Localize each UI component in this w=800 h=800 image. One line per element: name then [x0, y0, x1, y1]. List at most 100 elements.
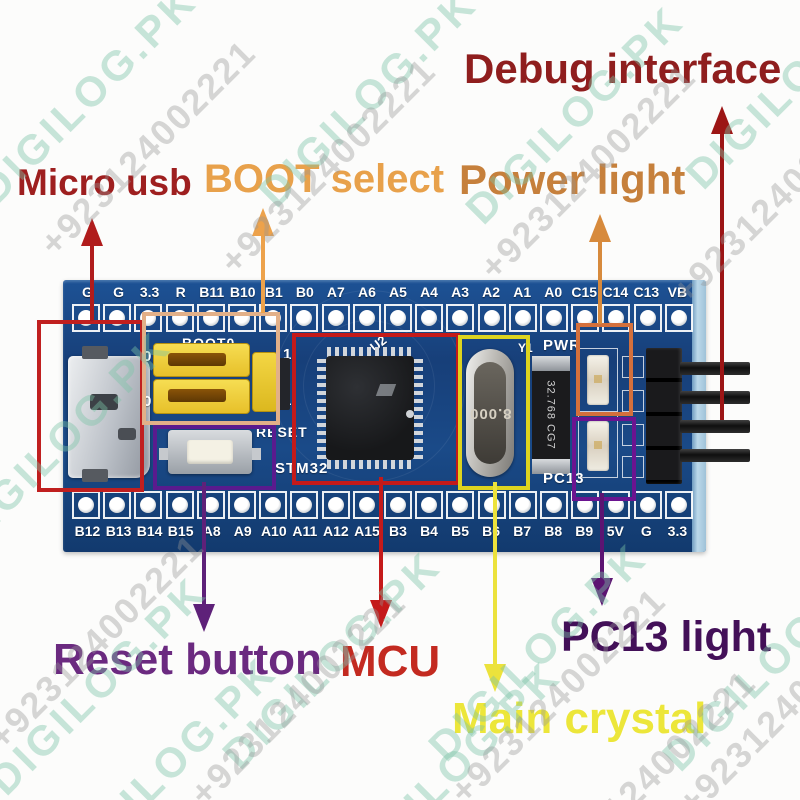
label-boot-select: BOOT select	[204, 157, 445, 201]
pin-label: G	[82, 284, 93, 300]
pin-hole	[477, 491, 506, 519]
pin-label: B0	[295, 284, 314, 300]
pin-label: B7	[513, 523, 532, 539]
arrow-head	[193, 604, 215, 632]
pin-hole	[321, 304, 350, 332]
silkscreen-stm32: STM32	[275, 460, 329, 477]
pin-hole	[384, 491, 413, 519]
arrow-line	[493, 482, 497, 664]
pin-label: A9	[233, 523, 252, 539]
pin-label: 3.3	[667, 523, 688, 539]
arrow-head	[589, 214, 611, 242]
pin-label: B5	[451, 523, 470, 539]
pin-label: 3.3	[139, 284, 160, 300]
boot-jumper-2	[153, 379, 250, 414]
pin-label: A10	[260, 523, 287, 539]
silkscreen-square	[622, 356, 644, 378]
mcu-highlight	[292, 333, 460, 485]
label-main-crystal: Main crystal	[452, 694, 707, 743]
usb-detail	[118, 428, 136, 440]
watermark-brand: DIGILOG.PK	[676, 0, 800, 198]
boot-jumper-1	[153, 343, 250, 377]
watermark-brand: DIGILOG.PK	[653, 543, 800, 780]
jumper-slot	[168, 353, 226, 366]
debug-header-pin	[680, 420, 750, 433]
watermark-phone: +923124002221	[31, 31, 264, 264]
label-micro-usb: Micro usb	[17, 162, 192, 203]
arrow-line	[600, 493, 604, 578]
rtc-crystal: 32.768 CG7	[532, 356, 570, 474]
pin-label: B8	[544, 523, 563, 539]
pin-hole	[228, 491, 257, 519]
mcu-die	[326, 356, 414, 460]
pin-label: A2	[482, 284, 501, 300]
jumper-pins	[278, 358, 290, 410]
pin-label: B15	[167, 523, 194, 539]
boot-select-highlight	[142, 312, 280, 425]
pin-hole	[664, 491, 693, 519]
pin-hole	[415, 491, 444, 519]
pin-hole	[633, 304, 662, 332]
reset-button-pin	[159, 448, 168, 460]
label-debug-interface: Debug interface	[464, 45, 782, 92]
pin-label: B10	[229, 284, 256, 300]
label-reset-button: Reset button	[53, 635, 322, 684]
pin1-dot	[406, 410, 414, 419]
pin-hole	[633, 491, 662, 519]
pin-label: A11	[292, 523, 318, 539]
pin-label: A0	[544, 284, 563, 300]
silkscreen-one: 1	[283, 346, 292, 363]
pin-label: A6	[357, 284, 376, 300]
pin-hole	[134, 491, 163, 519]
pin-hole	[508, 491, 537, 519]
debug-header-pin	[680, 391, 750, 404]
pin-label: B3	[389, 523, 407, 539]
rtc-crystal-marking: 32.768 CG7	[545, 380, 558, 450]
arrow-head	[711, 106, 733, 134]
pin-hole	[446, 491, 475, 519]
mcu-pins	[412, 357, 423, 459]
pin-label: G	[640, 523, 652, 539]
crystal-cap	[532, 356, 570, 371]
pin-hole	[165, 491, 194, 519]
reset-button-cap	[187, 440, 233, 464]
pin-hole	[446, 304, 475, 332]
pin-hole	[290, 304, 319, 332]
label-pc13-light: PC13 light	[561, 613, 772, 661]
pin-label: VB	[667, 284, 688, 300]
micro-usb-highlight	[37, 320, 144, 492]
arrow-line	[379, 477, 383, 600]
pin-label: B4	[420, 523, 438, 539]
pin-label: A1	[513, 284, 532, 300]
power-led	[587, 355, 609, 405]
pin-hole	[664, 304, 693, 332]
pin-hole	[103, 491, 132, 519]
debug-header	[646, 348, 682, 484]
pin-label: 5V	[606, 523, 624, 539]
debug-header-pin	[680, 362, 750, 375]
pin-label: A12	[323, 523, 349, 539]
pin-label: C14	[602, 284, 629, 300]
mcu-pins	[327, 347, 413, 358]
pin-hole	[540, 491, 569, 519]
pc13-led	[587, 421, 609, 471]
usb-mount-tab	[82, 346, 108, 359]
pin-hole	[259, 491, 288, 519]
jumper-slot	[168, 389, 226, 402]
label-power-light: Power light	[459, 156, 686, 203]
pin-label: C13	[633, 284, 660, 300]
pin-label: G	[113, 284, 124, 300]
arrow-line	[720, 134, 724, 420]
silkscreen-square	[622, 390, 644, 412]
silkscreen-pwr: PWR	[543, 337, 581, 354]
silkscreen-zero: 0	[143, 348, 152, 365]
pin-label: C15	[571, 284, 598, 300]
board-edge	[692, 280, 706, 552]
pin-label: B11	[199, 284, 225, 300]
pin-hole	[508, 304, 537, 332]
pin-label: A5	[389, 284, 407, 300]
crystal-cap	[532, 459, 570, 474]
micro-usb-connector	[68, 356, 150, 478]
